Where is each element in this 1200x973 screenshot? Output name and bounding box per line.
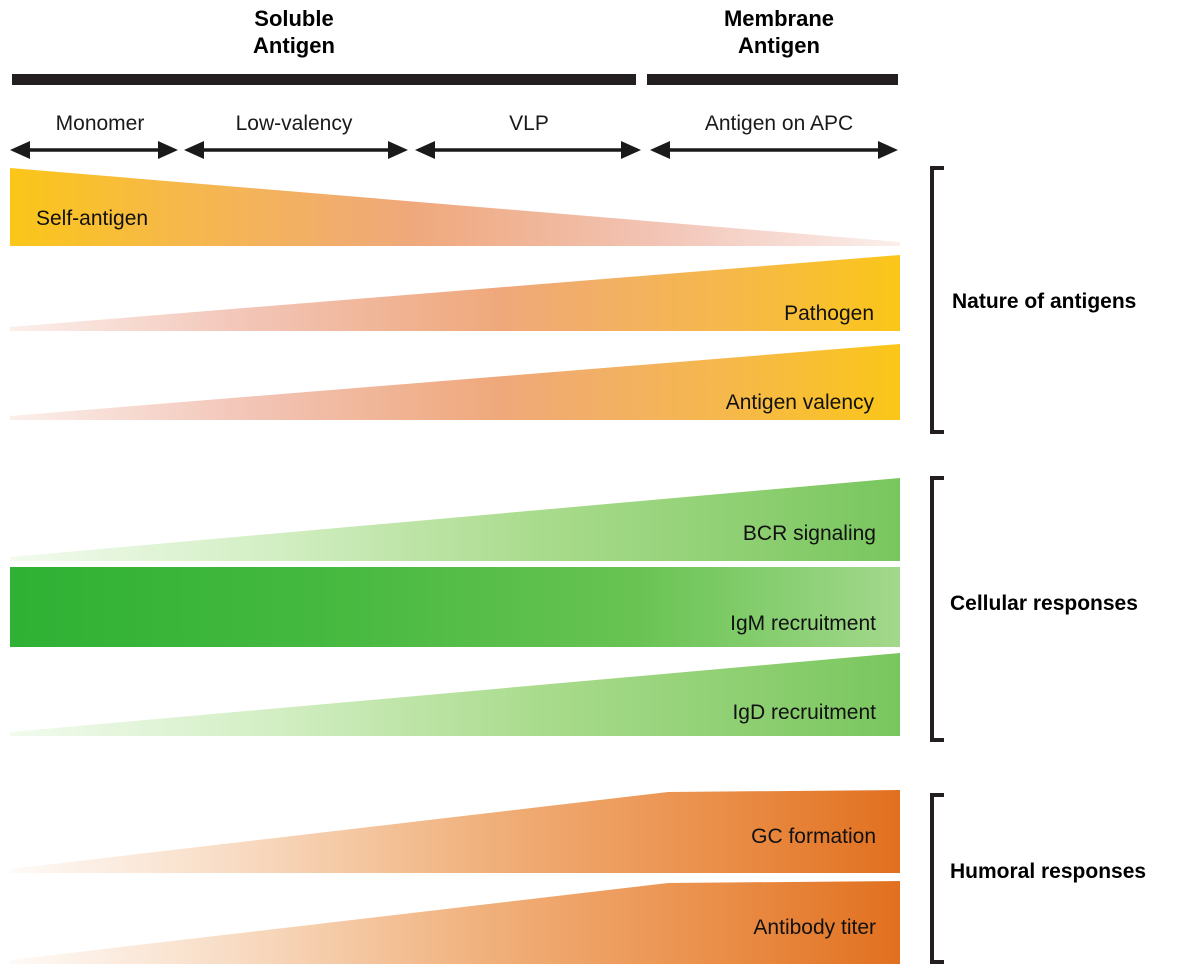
group-label-nature-of-antigens: Nature of antigens: [952, 290, 1136, 313]
wedge-shape-self-antigen: [10, 168, 900, 246]
group-label-cellular-responses: Cellular responses: [950, 592, 1138, 615]
wedge-label-bcr-signaling: BCR signaling: [743, 522, 876, 545]
wedge-shape-bcr-signaling: [10, 478, 900, 561]
section-humoral-responses: GC formation Antibody titer Humoral resp…: [10, 790, 1146, 964]
wedge-label-gc-formation: GC formation: [751, 825, 876, 848]
wedge-label-igd-recruitment: IgD recruitment: [732, 701, 876, 724]
wedge-row-igd-recruitment: IgD recruitment: [10, 653, 900, 736]
axis-arrow-vlp: [415, 141, 641, 159]
wedge-label-igm-recruitment: IgM recruitment: [730, 612, 876, 635]
wedge-row-antigen-valency: Antigen valency: [10, 344, 900, 420]
axis-arrow-low-valency: [184, 141, 408, 159]
category-labels: Monomer Low-valency VLP Antigen on APC: [56, 112, 853, 135]
axis-arrow-antigen-on-apc: [650, 141, 898, 159]
bracket-nature-of-antigens: [930, 166, 944, 434]
category-label-monomer: Monomer: [56, 112, 145, 135]
wedge-label-self-antigen: Self-antigen: [36, 207, 148, 230]
category-label-low-valency: Low-valency: [236, 112, 353, 135]
header-titles: Soluble Antigen Membrane Antigen: [253, 6, 834, 58]
rule-bar-soluble-antigen: [12, 74, 636, 85]
wedge-shape-pathogen: [10, 255, 900, 331]
wedge-label-antibody-titer: Antibody titer: [753, 916, 876, 939]
wedge-row-pathogen: Pathogen: [10, 255, 900, 331]
wedge-row-gc-formation: GC formation: [10, 790, 900, 873]
wedge-label-pathogen: Pathogen: [784, 302, 874, 325]
header-title-soluble-line1: Soluble: [254, 6, 333, 31]
section-nature-of-antigens: Self-antigen Pathogen Antigen valency Na…: [10, 166, 1136, 434]
category-label-vlp: VLP: [509, 112, 549, 135]
wedge-row-antibody-titer: Antibody titer: [10, 881, 900, 964]
wedge-row-igm-recruitment: IgM recruitment: [10, 567, 900, 647]
section-cellular-responses: BCR signaling IgM recruitment IgD recrui…: [10, 476, 1138, 742]
category-axis-arrows: [10, 141, 898, 159]
wedge-label-antigen-valency: Antigen valency: [726, 391, 875, 414]
wedge-shape-igd-recruitment: [10, 653, 900, 736]
bracket-humoral-responses: [930, 793, 944, 964]
wedge-row-self-antigen: Self-antigen: [10, 168, 900, 246]
wedge-row-bcr-signaling: BCR signaling: [10, 478, 900, 561]
wedge-shape-antibody-titer: [10, 881, 900, 964]
header-rule-bars: [12, 74, 898, 85]
category-label-antigen-on-apc: Antigen on APC: [705, 112, 853, 135]
group-label-humoral-responses: Humoral responses: [950, 860, 1146, 883]
wedge-shape-antigen-valency: [10, 344, 900, 420]
wedge-shape-gc-formation: [10, 790, 900, 873]
rule-bar-membrane-antigen: [647, 74, 898, 85]
bracket-cellular-responses: [930, 476, 944, 742]
header-title-membrane-line1: Membrane: [724, 6, 834, 31]
header-title-membrane-line2: Antigen: [738, 33, 820, 58]
axis-arrow-monomer: [10, 141, 178, 159]
header-title-soluble-line2: Antigen: [253, 33, 335, 58]
bar-shape-igm-recruitment: [10, 567, 900, 647]
